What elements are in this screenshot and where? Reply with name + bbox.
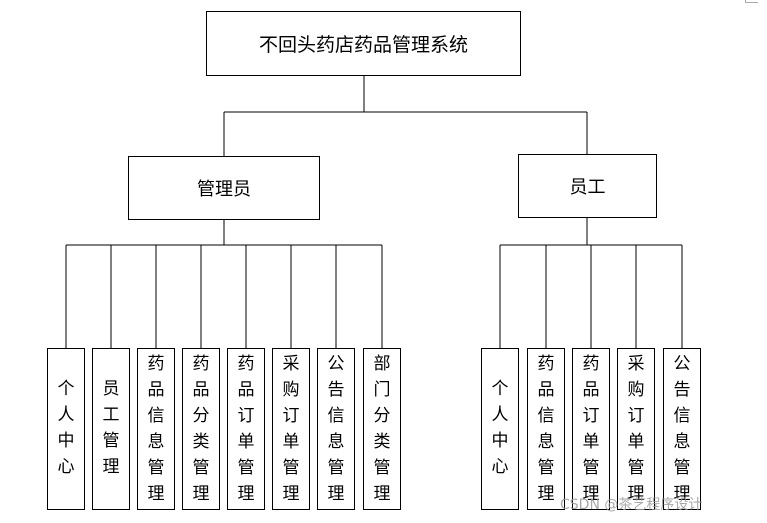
role-label-admin: 管理员 xyxy=(197,179,251,200)
module-node-admin: 个人中心 xyxy=(47,348,85,510)
module-node-admin: 药品分类管理 xyxy=(182,348,220,510)
role-node-admin: 管理员 xyxy=(128,156,320,220)
module-label: 药品分类管理 xyxy=(192,354,210,504)
module-label: 药品订单管理 xyxy=(582,354,600,504)
module-label: 采购订单管理 xyxy=(282,354,300,504)
module-label: 药品订单管理 xyxy=(237,354,255,504)
root-node: 不回头药店药品管理系统 xyxy=(206,11,521,76)
module-node-admin: 员工管理 xyxy=(92,348,130,510)
module-node-staff: 个人中心 xyxy=(481,348,519,510)
module-node-staff: 药品信息管理 xyxy=(527,348,565,510)
module-node-admin: 部门分类管理 xyxy=(363,348,401,510)
module-label: 公告信息管理 xyxy=(673,354,691,504)
role-node-staff: 员工 xyxy=(518,154,657,218)
role-label-staff: 员工 xyxy=(569,177,606,198)
module-node-admin: 药品信息管理 xyxy=(137,348,175,510)
module-node-admin: 药品订单管理 xyxy=(227,348,265,510)
module-label: 个人中心 xyxy=(491,379,509,477)
module-node-staff: 公告信息管理 xyxy=(663,348,701,510)
corner-mark xyxy=(745,0,758,3)
watermark: CSDN @茶艺程序设计 xyxy=(560,497,703,513)
module-label: 员工管理 xyxy=(102,379,120,477)
module-node-staff: 采购订单管理 xyxy=(617,348,655,510)
root-label: 不回头药店药品管理系统 xyxy=(258,34,468,56)
module-label: 药品信息管理 xyxy=(537,354,555,504)
module-label: 采购订单管理 xyxy=(627,354,645,504)
module-node-admin: 采购订单管理 xyxy=(272,348,310,510)
module-label: 药品信息管理 xyxy=(147,354,165,504)
module-label: 部门分类管理 xyxy=(373,354,391,504)
module-label: 个人中心 xyxy=(57,379,75,477)
module-node-admin: 公告信息管理 xyxy=(317,348,355,510)
module-node-staff: 药品订单管理 xyxy=(572,348,610,510)
module-label: 公告信息管理 xyxy=(327,354,345,504)
